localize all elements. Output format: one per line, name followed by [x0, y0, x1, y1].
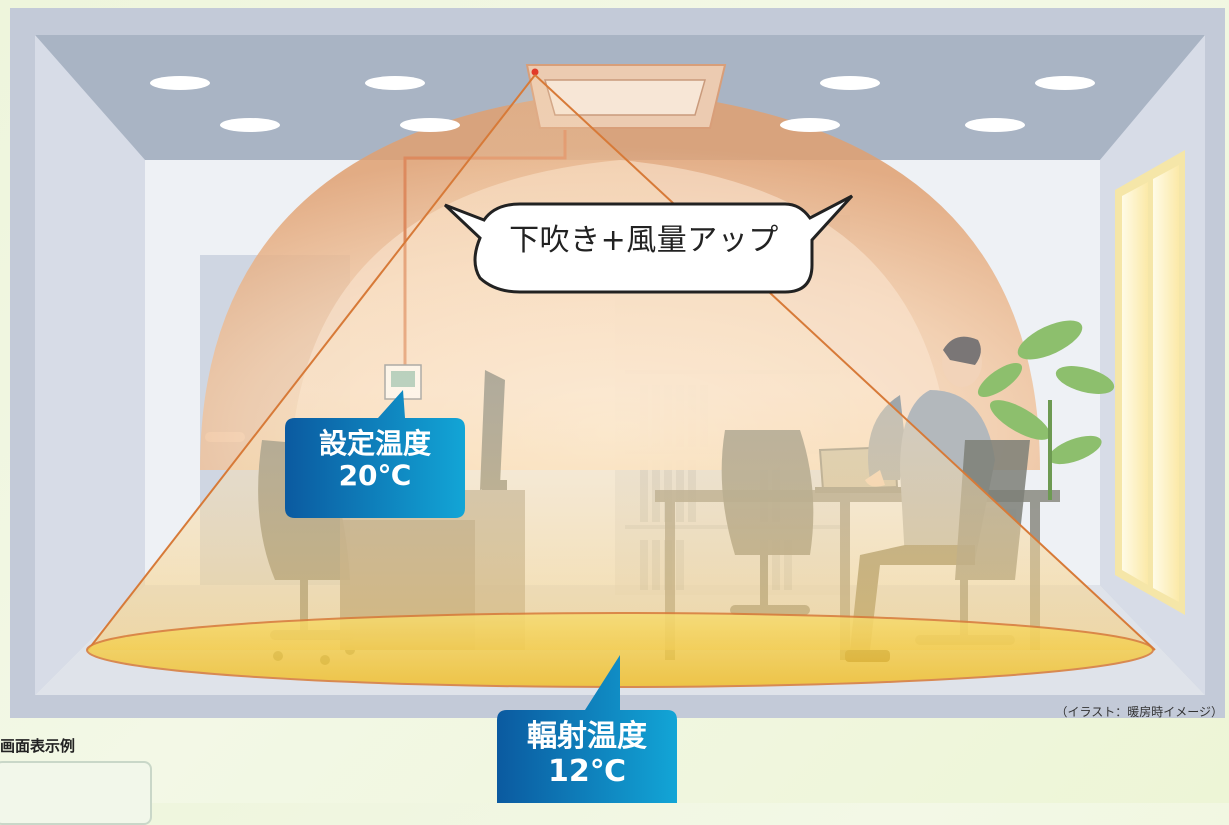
set-temp-value: 20℃ [338, 459, 412, 493]
window-icon [1115, 150, 1185, 615]
cone-edge-right [534, 74, 1156, 651]
radiant-temp-label-box [497, 655, 677, 803]
set-temp-label-box [285, 390, 465, 518]
screen-example-panel [0, 761, 152, 825]
radiant-temp-value: 12℃ [547, 753, 627, 789]
cone-edge-left [87, 74, 536, 651]
plant-icon [977, 320, 1115, 500]
ceiling-light-icon [150, 76, 1095, 132]
speech-bubble [443, 194, 854, 294]
speech-bubble-text: 下吹き+風量アップ [509, 223, 779, 258]
illustration-caption: （イラスト：暖房時イメージ） [1055, 705, 1223, 719]
left-wall [35, 35, 145, 695]
radiant-temp-title: 輻射温度 [527, 719, 647, 754]
screen-example-title: 画面表示例 [0, 737, 76, 755]
office-room-illustration [10, 8, 1225, 803]
radiant-temp-label: 輻射温度 12℃ [497, 719, 677, 789]
set-temp-label: 設定温度 20℃ [285, 427, 465, 493]
set-temp-title: 設定温度 [318, 427, 431, 460]
